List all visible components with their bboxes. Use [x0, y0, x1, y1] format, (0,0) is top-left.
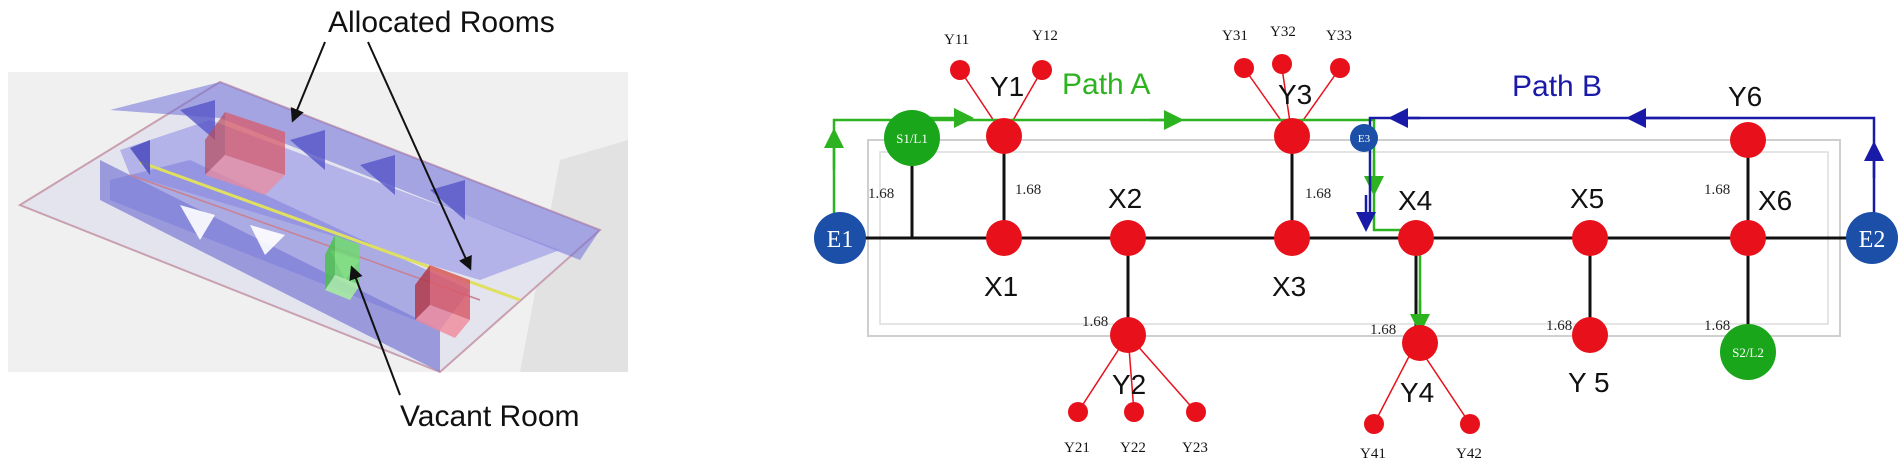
edge-weight-x6a: 1.68: [1704, 182, 1730, 198]
allocated-rooms-label: Allocated Rooms: [328, 6, 555, 39]
evacuation-graph: Path A Path B 1.68 1.68 1.68 1.68 1.68 1…: [814, 24, 1898, 462]
node-y32: [1272, 54, 1292, 74]
node-y41: [1364, 414, 1384, 434]
label-x4: X4: [1398, 185, 1432, 216]
floor-plan-3d: Allocated Rooms Vacant Room: [8, 6, 628, 433]
label-y33: Y33: [1326, 28, 1352, 44]
label-y22: Y22: [1120, 440, 1146, 456]
node-x4: [1398, 220, 1434, 256]
outer-wall-north: [110, 82, 600, 260]
label-x5: X5: [1570, 183, 1604, 214]
node-y23: [1186, 402, 1206, 422]
node-y4: [1402, 325, 1438, 361]
stair-nodes: S1/L1 S2/L2: [884, 110, 1776, 380]
edge-weight-x4: 1.68: [1370, 322, 1396, 338]
node-s2: [1720, 324, 1776, 380]
sub-room-labels: Y11 Y12 Y21 Y22 Y23 Y31 Y32 Y33 Y41 Y42: [944, 24, 1482, 462]
node-y42: [1460, 414, 1480, 434]
label-y32: Y32: [1270, 24, 1296, 40]
node-labels: Y1 Y3 Y6 X1 X2 X3 X4 X5 X6 Y2 Y4 Y 5: [984, 71, 1792, 408]
graph-nodes: [986, 118, 1766, 361]
edge-weights: 1.68 1.68 1.68 1.68 1.68 1.68 1.68 1.68: [868, 182, 1730, 338]
label-y3: Y3: [1278, 79, 1312, 110]
label-x2: X2: [1108, 183, 1142, 214]
label-y42: Y42: [1456, 446, 1482, 462]
label-y41: Y41: [1360, 446, 1386, 462]
label-y23: Y23: [1182, 440, 1208, 456]
node-e2: [1846, 212, 1898, 264]
edge-weight-x1: 1.68: [1015, 182, 1041, 198]
node-y1: [986, 118, 1022, 154]
label-e1: E1: [827, 227, 854, 253]
vacant-room-label: Vacant Room: [400, 400, 580, 433]
sub-room-nodes: [950, 54, 1480, 434]
entrance-nodes: E1 E2 E3: [814, 124, 1898, 264]
edge-weight-s1: 1.68: [868, 186, 894, 202]
path-a-line: [832, 118, 1362, 238]
label-x6: X6: [1758, 185, 1792, 216]
node-y12: [1032, 60, 1052, 80]
node-y6: [1730, 122, 1766, 158]
node-x2: [1110, 220, 1146, 256]
path-a: Path A: [824, 68, 1430, 338]
path-b-label: Path B: [1512, 70, 1602, 103]
label-y21: Y21: [1064, 440, 1090, 456]
node-y22: [1124, 402, 1144, 422]
label-s1: S1/L1: [896, 131, 928, 146]
label-y1: Y1: [990, 71, 1024, 102]
node-y5: [1572, 317, 1608, 353]
vacant-room: [325, 235, 360, 300]
label-e2: E2: [1859, 227, 1886, 253]
label-e3: E3: [1358, 133, 1371, 145]
label-y11: Y11: [944, 32, 969, 48]
edge-weight-x6b: 1.68: [1704, 318, 1730, 334]
node-e3: [1350, 124, 1378, 152]
label-y5: Y 5: [1568, 367, 1610, 398]
label-x1: X1: [984, 271, 1018, 302]
node-x1: [986, 220, 1022, 256]
path-b-line: [1368, 116, 1876, 238]
label-s2: S2/L2: [1732, 345, 1764, 360]
allocated-arrow-2: [367, 41, 472, 271]
label-y4: Y4: [1400, 377, 1434, 408]
label-y12: Y12: [1032, 28, 1058, 44]
allocated-arrow-1: [290, 41, 326, 123]
node-x3: [1274, 220, 1310, 256]
node-y2: [1110, 317, 1146, 353]
edge-weight-x2: 1.68: [1082, 314, 1108, 330]
path-b: Path B: [1356, 70, 1884, 238]
lower-rooms: [110, 160, 470, 330]
path-a-label: Path A: [1062, 68, 1150, 101]
node-y11: [950, 60, 970, 80]
label-x3: X3: [1272, 271, 1306, 302]
node-s1: [884, 110, 940, 166]
node-x5: [1572, 220, 1608, 256]
node-y3: [1274, 118, 1310, 154]
node-y21: [1068, 402, 1088, 422]
node-x6: [1730, 220, 1766, 256]
node-y31: [1234, 58, 1254, 78]
edge-weight-x3: 1.68: [1305, 186, 1331, 202]
label-y2: Y2: [1112, 369, 1146, 400]
label-y6: Y6: [1728, 81, 1762, 112]
sub-room-edges: [959, 67, 1471, 425]
node-y33: [1330, 58, 1350, 78]
label-y31: Y31: [1222, 28, 1248, 44]
node-e1: [814, 212, 866, 264]
vacant-arrow: [349, 265, 401, 396]
edge-weight-x5: 1.68: [1546, 318, 1572, 334]
allocated-room-top: [205, 112, 285, 195]
allocated-room-bottom: [415, 265, 470, 338]
